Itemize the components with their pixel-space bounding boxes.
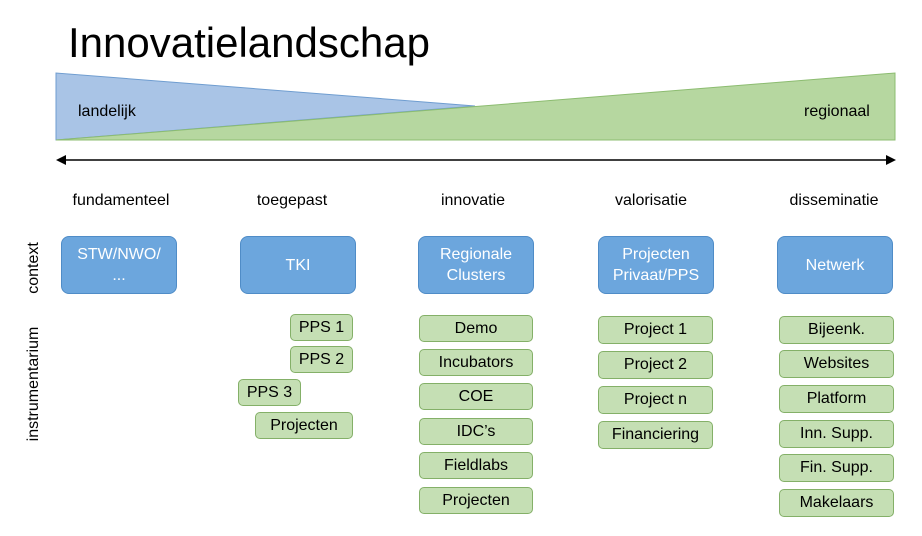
instrument-websites: Websites bbox=[779, 350, 894, 378]
context-box-disseminatie: Netwerk bbox=[777, 236, 893, 294]
column-heading-disseminatie: disseminatie bbox=[789, 192, 879, 209]
page-title: Innovatielandschap bbox=[68, 19, 430, 66]
context-box-fundamenteel: STW/NWO/ ... bbox=[61, 236, 177, 294]
column-heading-toegepast: toegepast bbox=[256, 192, 328, 209]
column-heading-valorisatie: valorisatie bbox=[614, 192, 688, 209]
column-heading-innovatie: innovatie bbox=[440, 192, 506, 209]
instrument-makelaars: Makelaars bbox=[779, 489, 894, 517]
regional-label: regionaal bbox=[804, 103, 870, 120]
instrument-project-n: Project n bbox=[598, 386, 713, 414]
instrument-idcs: IDC’s bbox=[419, 418, 533, 445]
row-label-instrumentarium: instrumentarium bbox=[25, 326, 42, 442]
arrow-head-right bbox=[886, 155, 896, 165]
arrow-head-left bbox=[56, 155, 66, 165]
instrument-pps-3: PPS 3 bbox=[238, 379, 301, 406]
instrument-project-2: Project 2 bbox=[598, 351, 713, 379]
instrument-coe: COE bbox=[419, 383, 533, 410]
instrument-platform: Platform bbox=[779, 385, 894, 413]
instrument-project-1: Project 1 bbox=[598, 316, 713, 344]
column-heading-fundamenteel: fundamenteel bbox=[72, 192, 170, 209]
instrument-demo: Demo bbox=[419, 315, 533, 342]
national-label: landelijk bbox=[78, 103, 136, 120]
context-box-toegepast: TKI bbox=[240, 236, 356, 294]
instrument-fin-supp: Fin. Supp. bbox=[779, 454, 894, 482]
instrument-bijeenk: Bijeenk. bbox=[779, 316, 894, 344]
context-box-innovatie: Regionale Clusters bbox=[418, 236, 534, 294]
regional-triangle bbox=[55, 72, 896, 141]
instrument-inn-supp: Inn. Supp. bbox=[779, 420, 894, 448]
instrument-incubators: Incubators bbox=[419, 349, 533, 376]
instrument-pps-1: PPS 1 bbox=[290, 314, 353, 341]
national-regional-gradient bbox=[55, 72, 896, 165]
instrument-projecten: Projecten bbox=[419, 487, 533, 514]
instrument-fieldlabs: Fieldlabs bbox=[419, 452, 533, 479]
context-box-valorisatie: Projecten Privaat/PPS bbox=[598, 236, 714, 294]
row-label-context: context bbox=[25, 242, 42, 294]
instrument-projecten: Projecten bbox=[255, 412, 353, 439]
instrument-pps-2: PPS 2 bbox=[290, 346, 353, 373]
instrument-financiering: Financiering bbox=[598, 421, 713, 449]
